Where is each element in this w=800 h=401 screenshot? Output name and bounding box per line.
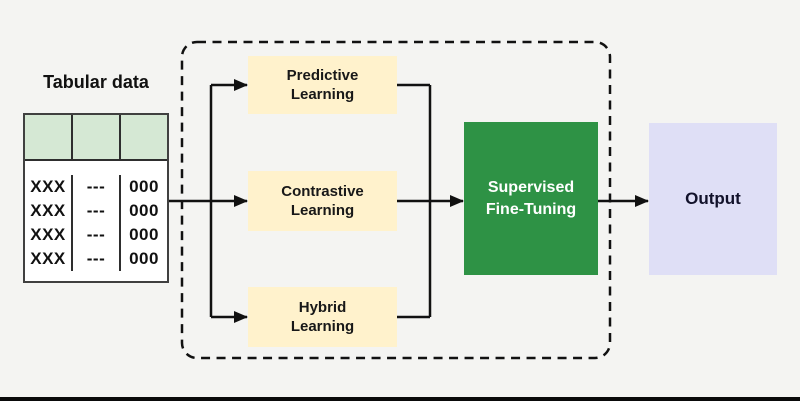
table-header-cell bbox=[25, 115, 73, 159]
table-cell: 000 bbox=[129, 201, 159, 220]
table-cell: XXX bbox=[25, 223, 73, 247]
bottom-edge-bar bbox=[0, 397, 800, 401]
connector-arrows bbox=[169, 79, 649, 323]
contrastive-learning-box: Contrastive Learning bbox=[248, 171, 397, 231]
table-cell: 000 bbox=[129, 249, 159, 268]
predictive-learning-box: Predictive Learning bbox=[248, 56, 397, 114]
table-title: Tabular data bbox=[43, 72, 149, 92]
table-row: XXX --- 000 bbox=[25, 247, 167, 271]
table-cell: XXX bbox=[25, 247, 73, 271]
table-body: XXX --- 000 XXX --- 000 XXX --- 000 XXX … bbox=[25, 161, 167, 271]
table-header-row bbox=[25, 115, 167, 161]
table-cell: XXX bbox=[25, 175, 73, 199]
table-row: XXX --- 000 bbox=[25, 223, 167, 247]
output-box: Output bbox=[649, 123, 777, 275]
hybrid-learning-box: Hybrid Learning bbox=[248, 287, 397, 347]
tabular-data-table: XXX --- 000 XXX --- 000 XXX --- 000 XXX … bbox=[23, 113, 169, 283]
table-row: XXX --- 000 bbox=[25, 175, 167, 199]
table-cell: --- bbox=[73, 247, 121, 271]
table-row: XXX --- 000 bbox=[25, 199, 167, 223]
table-cell: --- bbox=[73, 199, 121, 223]
table-cell: --- bbox=[73, 175, 121, 199]
table-header-cell bbox=[73, 115, 121, 159]
table-cell: 000 bbox=[129, 225, 159, 244]
table-cell: --- bbox=[73, 223, 121, 247]
supervised-fine-tuning-box: Supervised Fine-Tuning bbox=[464, 122, 598, 275]
table-header-cell bbox=[121, 115, 167, 159]
table-cell: XXX bbox=[25, 199, 73, 223]
table-cell: 000 bbox=[129, 177, 159, 196]
